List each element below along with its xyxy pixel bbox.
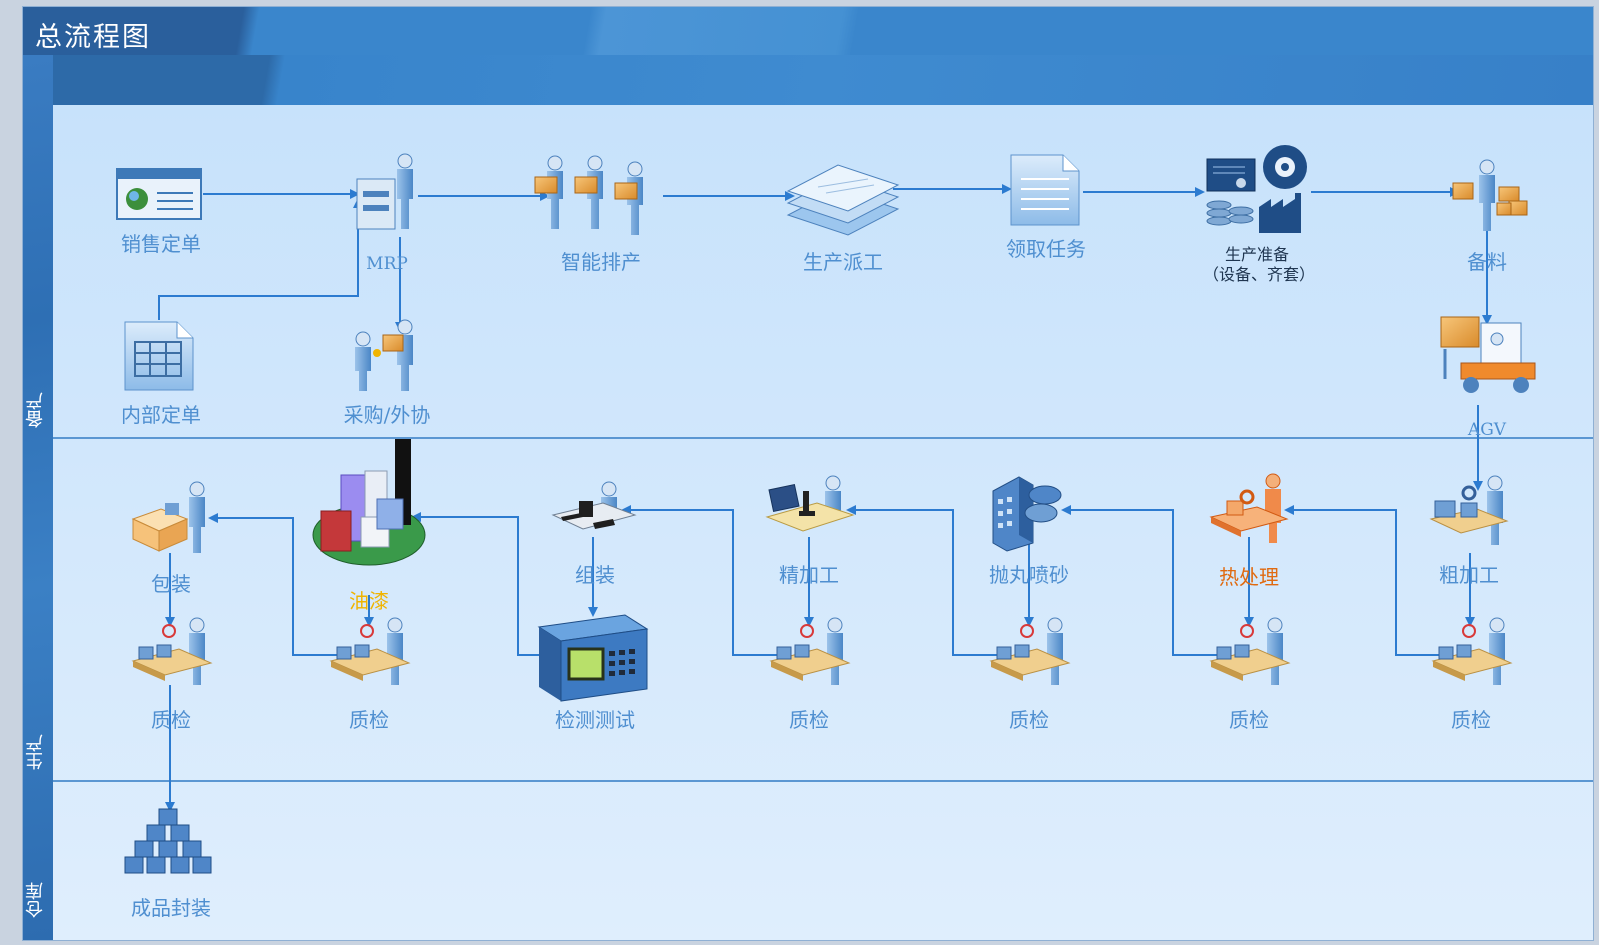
microscope-desk-icon	[765, 475, 855, 532]
stacked-cubes-icon	[124, 808, 212, 874]
lane-label-prod: 生产	[25, 734, 46, 770]
node-label-mrp: MRP	[366, 254, 408, 274]
quality-check-icon	[329, 617, 411, 685]
node-label-finished: 成品封装	[131, 896, 211, 920]
node-label-assembly: 组装	[575, 563, 615, 587]
spreadsheet-icon	[124, 321, 194, 391]
flow-diagram: 销售定单 MRP 智能排产 生产派工 领取任务 生产准备 （设备、齐套） 备料 …	[53, 145, 1593, 920]
test-device-icon	[537, 614, 649, 702]
node-label-qc-1: 质检	[151, 708, 191, 732]
node-label-receive-task: 领取任务	[1006, 237, 1086, 261]
node-label-qc-2: 质检	[349, 708, 389, 732]
node-label-qc-4: 质检	[1009, 708, 1049, 732]
building-network-icon	[992, 476, 1062, 552]
node-label-sales-order: 销售定单	[121, 232, 201, 256]
node-label-prod-prep: 生产准备	[1225, 245, 1289, 264]
connectors	[158, 184, 1492, 812]
node-label-qc-5: 质检	[1229, 708, 1269, 732]
painting-buildings-icon	[312, 439, 426, 566]
quality-check-icon	[1209, 617, 1291, 685]
node-label-heat: 热处理	[1219, 565, 1279, 589]
node-label-roughing: 粗加工	[1439, 563, 1499, 587]
node-label-internal-order: 内部定单	[121, 403, 201, 427]
lane-label-prep: 备产	[25, 392, 46, 428]
node-label-purchase: 采购/外协	[344, 403, 431, 427]
title-bar: 总流程图	[23, 7, 1593, 56]
lane-strip: 备产 生产 仓库	[23, 55, 53, 940]
node-label-qc-6: 质检	[1451, 708, 1491, 732]
heat-treatment-icon	[1209, 473, 1289, 543]
flow-canvas: 销售定单 MRP 智能排产 生产派工 领取任务 生产准备 （设备、齐套） 备料 …	[53, 105, 1593, 940]
workstation-icon	[551, 481, 637, 530]
node-label-painting: 油漆	[349, 589, 389, 613]
node-label-qc-3: 质检	[789, 708, 829, 732]
forklift-agv-icon	[1440, 316, 1536, 393]
page-title: 总流程图	[35, 22, 151, 53]
quality-check-icon	[769, 617, 851, 685]
quality-check-icon	[131, 617, 213, 685]
node-label-finishing: 精加工	[779, 563, 839, 587]
purchase-handoff-icon	[355, 319, 413, 391]
production-prep-icon	[1206, 145, 1307, 233]
web-page-icon	[116, 168, 202, 220]
node-label-test: 检测测试	[555, 708, 635, 732]
quality-check-icon	[1431, 617, 1513, 685]
stacked-papers-icon	[786, 164, 900, 236]
lane-label-wh: 仓库	[25, 882, 46, 918]
node-label-material: 备料	[1467, 250, 1507, 274]
node-label-blasting: 抛丸喷砂	[989, 563, 1069, 587]
material-prep-icon	[1452, 159, 1528, 231]
diagram-frame: 总流程图 备产 生产 仓库	[22, 6, 1594, 941]
header-band	[53, 55, 1593, 105]
node-label-agv: AGV	[1467, 420, 1507, 440]
roughing-machine-icon	[1429, 475, 1509, 545]
node-label-prod-prep-detail: （设备、齐套）	[1203, 265, 1315, 284]
document-icon	[1010, 154, 1080, 226]
node-label-dispatch: 生产派工	[803, 250, 883, 274]
quality-check-icon	[989, 617, 1071, 685]
scheduling-team-icon	[534, 155, 643, 235]
node-label-packing: 包装	[151, 572, 191, 596]
mrp-person-icon	[356, 153, 413, 230]
node-label-smart-sched: 智能排产	[561, 250, 641, 274]
packing-icon	[131, 481, 205, 553]
